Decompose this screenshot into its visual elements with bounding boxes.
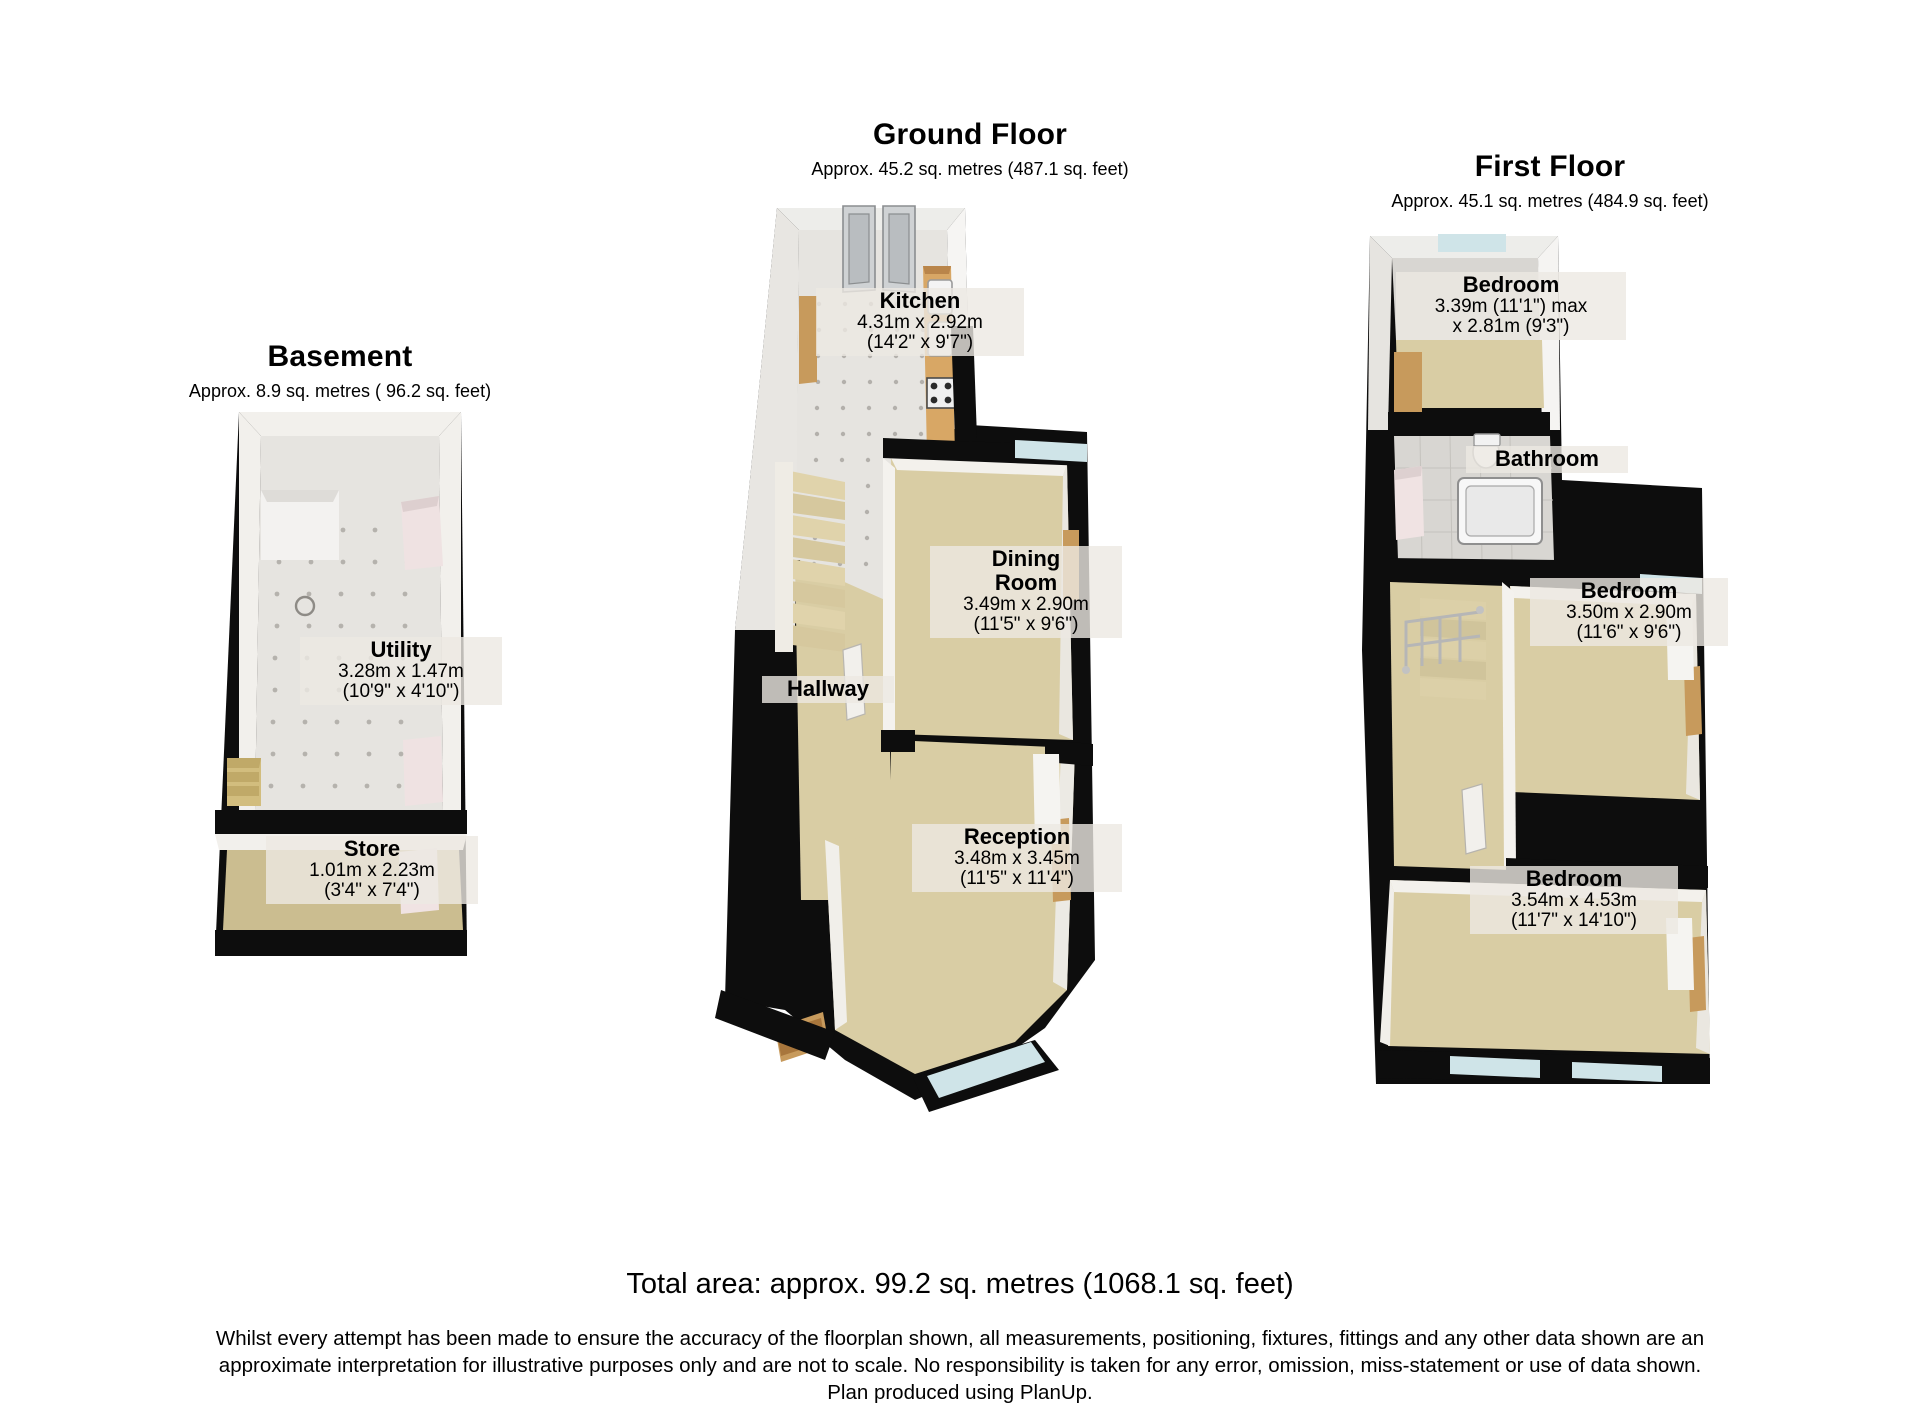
floor-block-basement: Basement Approx. 8.9 sq. metres ( 96.2 s… xyxy=(100,340,580,402)
room-name-bedroom-middle: Bedroom xyxy=(1580,578,1678,603)
room-dim-imperial-kitchen: (14'2" x 9'7") xyxy=(866,332,974,354)
room-name-utility: Utility xyxy=(370,637,432,662)
room-dim-imperial-dining: (11'5" x 9'6") xyxy=(973,614,1079,636)
floor-block-ground: Ground Floor Approx. 45.2 sq. metres (48… xyxy=(720,118,1220,180)
first-floor-plan-drawing xyxy=(1362,234,1710,1084)
disclaimer-line-3: Plan produced using PlanUp. xyxy=(827,1381,1093,1405)
room-label-hallway: Hallway xyxy=(762,676,894,703)
room-dim-metric-bedroom-middle: 3.50m x 2.90m xyxy=(1566,601,1692,623)
room-name-bedroom-rear: Bedroom xyxy=(1525,866,1623,891)
room-label-reception: Reception 3.48m x 3.45m (11'5" x 11'4") xyxy=(912,824,1122,892)
room-name-reception: Reception xyxy=(963,824,1071,849)
disclaimer-line-2: approximate interpretation for illustrat… xyxy=(218,1354,1702,1378)
room-dim-metric-bedroom-front: 3.39m (11'1") max xyxy=(1434,295,1588,317)
room-name-kitchen: Kitchen xyxy=(879,288,961,313)
room-name-dining-line2: Room xyxy=(994,569,1058,595)
room-dim-imperial-bedroom-rear: (11'7" x 14'10") xyxy=(1510,910,1637,932)
floor-title-ground: Ground Floor xyxy=(872,118,1068,151)
floor-title-basement: Basement xyxy=(267,340,413,373)
room-name-bedroom-front: Bedroom xyxy=(1462,272,1560,297)
floor-title-first: First Floor xyxy=(1474,150,1626,183)
floor-area-first: Approx. 45.1 sq. metres (484.9 sq. feet) xyxy=(1391,191,1709,211)
room-label-bedroom-middle: Bedroom 3.50m x 2.90m (11'6" x 9'6") xyxy=(1530,578,1728,646)
floor-block-first: First Floor Approx. 45.1 sq. metres (484… xyxy=(1300,150,1800,212)
room-dim-imperial-reception: (11'5" x 11'4") xyxy=(959,868,1075,890)
disclaimer-line-1: Whilst every attempt has been made to en… xyxy=(215,1327,1705,1350)
room-dim-metric-bedroom-rear: 3.54m x 4.53m xyxy=(1511,889,1637,911)
room-name-store: Store xyxy=(343,836,401,861)
room-dim-metric-utility: 3.28m x 1.47m xyxy=(338,660,464,682)
room-label-kitchen: Kitchen 4.31m x 2.92m (14'2" x 9'7") xyxy=(816,288,1024,356)
room-name-bathroom: Bathroom xyxy=(1495,446,1599,471)
floor-area-ground: Approx. 45.2 sq. metres (487.1 sq. feet) xyxy=(811,159,1129,179)
room-dim-metric-kitchen: 4.31m x 2.92m xyxy=(857,311,983,333)
room-label-store: Store 1.01m x 2.23m (3'4" x 7'4") xyxy=(266,836,478,904)
room-name-hallway: Hallway xyxy=(787,676,869,701)
room-label-bedroom-front: Bedroom 3.39m (11'1") max x 2.81m (9'3") xyxy=(1396,272,1626,340)
room-label-utility: Utility 3.28m x 1.47m (10'9" x 4'10") xyxy=(300,637,502,705)
room-dim-imperial-store: (3'4" x 7'4") xyxy=(324,880,420,902)
room-dim-imperial-utility: (10'9" x 4'10") xyxy=(342,681,460,703)
floor-area-basement: Approx. 8.9 sq. metres ( 96.2 sq. feet) xyxy=(188,381,492,401)
room-dim-imperial-bedroom-front: x 2.81m (9'3") xyxy=(1452,316,1570,338)
room-label-bathroom: Bathroom xyxy=(1466,446,1628,473)
room-dim-imperial-bedroom-middle: (11'6" x 9'6") xyxy=(1576,622,1682,644)
disclaimer-text: Whilst every attempt has been made to en… xyxy=(60,1325,1860,1406)
room-dim-metric-dining: 3.49m x 2.90m xyxy=(963,593,1089,615)
room-name-dining-line1: Dining xyxy=(991,546,1061,571)
room-label-dining-room: Dining Room 3.49m x 2.90m (11'5" x 9'6") xyxy=(930,546,1122,638)
total-area-text: Total area: approx. 99.2 sq. metres (106… xyxy=(626,1268,1294,1300)
room-label-bedroom-rear: Bedroom 3.54m x 4.53m (11'7" x 14'10") xyxy=(1470,866,1678,934)
room-dim-metric-store: 1.01m x 2.23m xyxy=(309,859,435,881)
room-dim-metric-reception: 3.48m x 3.45m xyxy=(954,847,1080,869)
